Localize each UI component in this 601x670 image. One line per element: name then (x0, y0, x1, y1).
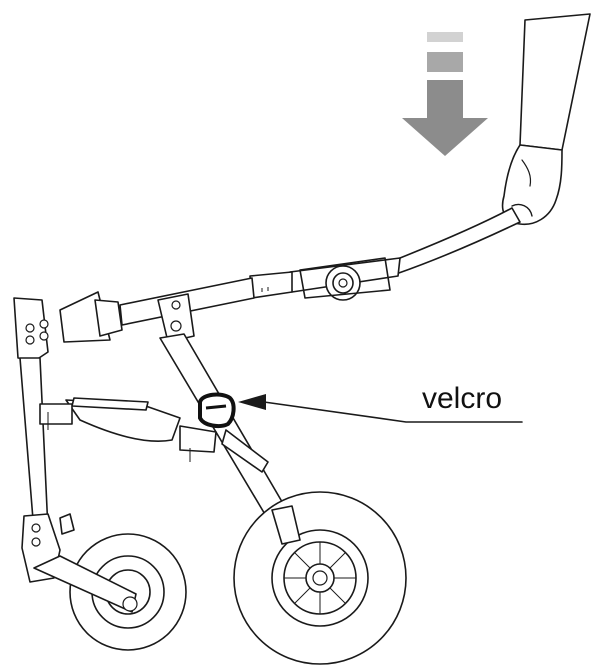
front-wheel (21, 513, 187, 651)
rear-frame (13, 291, 123, 533)
front-strut (157, 293, 289, 517)
down-arrow-icon (402, 32, 488, 156)
velcro-strap (198, 392, 236, 428)
velcro-label: velcro (422, 382, 502, 415)
rear-wheel (233, 491, 407, 665)
handlebar (119, 207, 521, 326)
hand-icon (501, 13, 591, 226)
velcro-callout: velcro (238, 382, 523, 423)
seat-tray (39, 397, 217, 462)
